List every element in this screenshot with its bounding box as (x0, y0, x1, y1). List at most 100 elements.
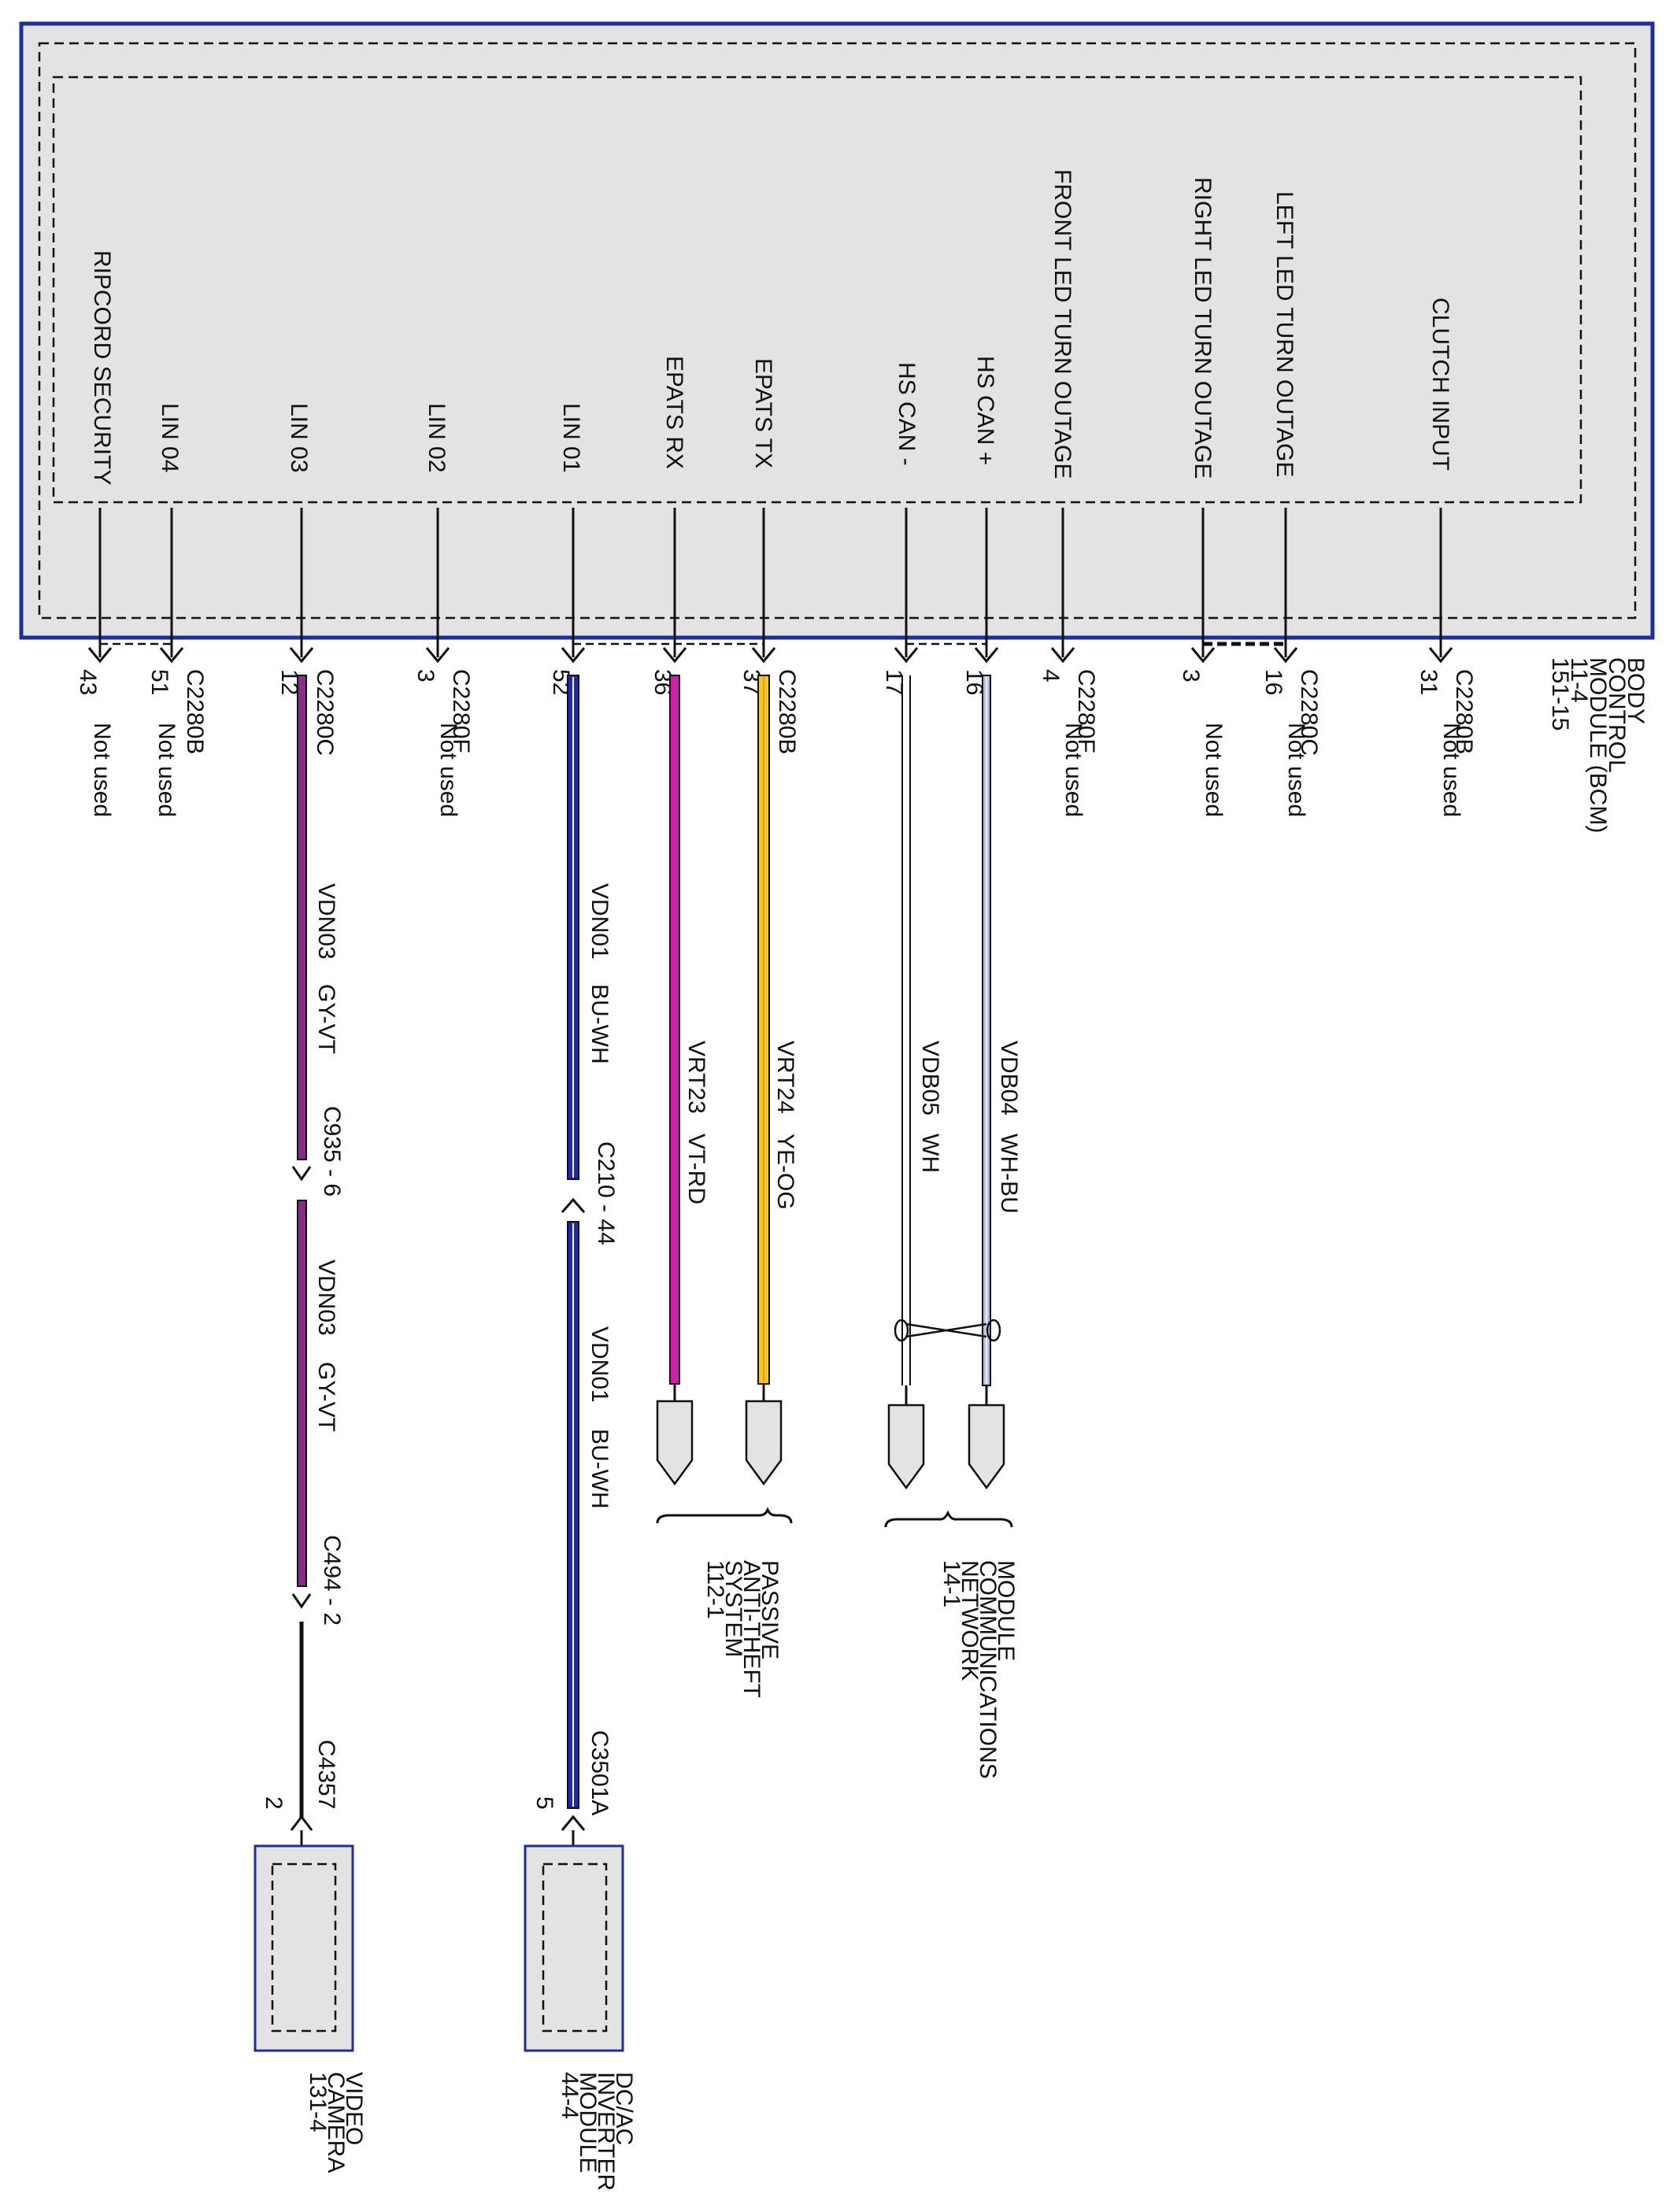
circuit-label: VDB05 (917, 1041, 943, 1115)
bcm-title-line: 11-4 (1566, 657, 1592, 703)
connector-id: C2280B (774, 669, 800, 754)
pats-group: PASSIVE ANTI-THEFT SYSTEM 112-1 (656, 1507, 793, 1698)
terminal-lin03 (289, 647, 314, 664)
dcac-inverter-label-line: 44-4 (557, 2072, 583, 2119)
pin-number: 51 (146, 669, 172, 695)
connector-id: C2280C (312, 669, 338, 756)
terminals (87, 647, 1453, 664)
pin-number: 31 (1416, 669, 1442, 695)
circuit-label: VRT23 (683, 1041, 709, 1114)
terminal-lin02 (425, 647, 450, 664)
wire-epats-tx: VRT24 YE-OG (745, 675, 798, 1486)
inline-terminal (291, 1166, 312, 1182)
network-label-line: 14-1 (938, 1560, 964, 1607)
inline-terminal (561, 1197, 586, 1213)
not-used-note: Not used (1060, 723, 1086, 817)
circuit-label: VDN01 (587, 883, 613, 960)
wire-hs-can-plus: VDB04 WH-BU (968, 675, 1022, 1490)
video-camera-label-line: 131-4 (305, 2072, 331, 2132)
pats-label-line: 112-1 (702, 1560, 728, 1619)
pin-number: 3 (413, 669, 439, 682)
terminal-lin01 (561, 647, 586, 664)
wire-lin03-labels: VDN03 GY-VT C935 - 6 VDN03 GY-VT C494 - … (261, 883, 345, 1810)
terminal-right-led (1190, 647, 1216, 664)
pin-label-lin03: LIN 03 (286, 403, 312, 472)
not-used-note: Not used (89, 723, 115, 817)
inline-connector-pin: 2 (261, 1796, 287, 1810)
connector-ids: C2280B C2280C C2280F C2280B C2280F C2280… (182, 669, 1477, 756)
network-group: MODULE COMMUNICATIONS NETWORK 14-1 (884, 1510, 1019, 1779)
circuit-label: VDB04 (996, 1041, 1022, 1115)
wire-epats-rx: VRT23 VT-RD (656, 675, 709, 1486)
can-minus-connector (887, 1404, 925, 1490)
pats-label-line: SYSTEM (720, 1560, 746, 1657)
bcm-title: BODY CONTROL MODULE (BCM) 11-4 151-15 (1547, 657, 1649, 833)
inline-connector-label: C3501A (587, 1730, 613, 1815)
circuit-label: VDN03 (313, 1260, 339, 1336)
circuit-label: VDN01 (587, 1326, 613, 1403)
pats-label-line: PASSIVE (757, 1560, 783, 1659)
pin-number: 3 (1178, 669, 1204, 682)
pin-number: 16 (1260, 669, 1286, 695)
not-used-note: Not used (154, 723, 180, 817)
wire-color-label: WH-BU (996, 1134, 1022, 1214)
terminal-hs-can-plus (974, 647, 999, 664)
connector-id: C2280F (448, 669, 474, 753)
can-plus-connector (968, 1404, 1005, 1490)
not-used-note: Not used (435, 723, 461, 817)
dcac-inverter-component: DC/AC INVERTER MODULE 44-4 (524, 1844, 637, 2191)
wire-color-label: YE-OG (772, 1134, 798, 1210)
video-camera-label-line: CAMERA (323, 2072, 349, 2173)
video-camera-label-line: VIDEO (341, 2072, 367, 2145)
pin-number: 17 (881, 669, 907, 695)
wire-lin03 (290, 675, 313, 1862)
wire-color-label: GY-VT (313, 1362, 339, 1432)
pin-stubs (98, 508, 1442, 657)
dcac-inverter-label-line: MODULE (575, 2072, 601, 2173)
wire-color-label: VT-RD (683, 1134, 709, 1204)
network-label-line: NETWORK (957, 1560, 983, 1681)
dcac-inverter-label-line: DC/AC (611, 2072, 637, 2145)
pin-number: 4 (1038, 669, 1064, 682)
wire-color-label: WH (917, 1134, 943, 1173)
pin-label-lin01: LIN 01 (558, 403, 584, 472)
terminal-clutch (1428, 647, 1453, 664)
bcm-module (19, 21, 1655, 640)
inline-terminal (290, 1814, 313, 1831)
connector-id: C2280B (1451, 669, 1477, 754)
inline-connector-label: C494 - 2 (319, 1535, 345, 1626)
inline-connector-label: C4357 (313, 1740, 339, 1809)
pin-label-epats-rx: EPATS RX (661, 356, 687, 469)
pats-label-line: ANTI-THEFT (738, 1560, 764, 1698)
pin-label-lin04: LIN 04 (157, 403, 183, 472)
pin-label-ripcord: RIPCORD SECURITY (89, 250, 115, 485)
terminal-left-led (1273, 647, 1298, 664)
not-used-notes: Not used Not used Not used Not used Not … (89, 723, 1464, 817)
network-label-line: MODULE (993, 1560, 1019, 1661)
circuit-label: VDN03 (313, 883, 339, 960)
network-label-line: COMMUNICATIONS (975, 1560, 1001, 1779)
dcac-inverter-label-line: INVERTER (593, 2072, 619, 2191)
inline-connector-label: C210 - 44 (593, 1141, 619, 1245)
pin-label-right-led: RIGHT LED TURN OUTAGE (1190, 177, 1216, 479)
bcm-title-line: BODY (1623, 657, 1649, 724)
pin-label-front-led: FRONT LED TURN OUTAGE (1049, 169, 1075, 479)
connector-id: C2280B (182, 669, 208, 754)
pats-rx-connector (656, 1400, 694, 1486)
not-used-note: Not used (1438, 723, 1464, 817)
bcm-title-line: CONTROL (1604, 657, 1630, 773)
video-camera-component: VIDEO CAMERA 131-4 (254, 1844, 367, 2173)
wire-lin01 (561, 675, 586, 1862)
pin-label-clutch: CLUTCH INPUT (1427, 298, 1453, 471)
terminal-front-led (1050, 647, 1075, 664)
pin-label-epats-tx: EPATS TX (750, 358, 776, 468)
pin-number: 43 (75, 669, 101, 695)
pin-label-hs-can-minus: HS CAN - (894, 362, 920, 466)
bcm-pin-labels: RIPCORD SECURITY LIN 04 LIN 03 LIN 02 LI… (89, 169, 1453, 485)
wire-color-label: BU-WH (587, 1429, 613, 1509)
wire-lin01-labels: VDN01 BU-WH C210 - 44 VDN01 BU-WH C3501A… (531, 883, 619, 1815)
connector-id: C2280F (1073, 669, 1099, 753)
bcm-title-line: MODULE (BCM) (1585, 657, 1611, 833)
terminal-ripcord (87, 647, 113, 664)
